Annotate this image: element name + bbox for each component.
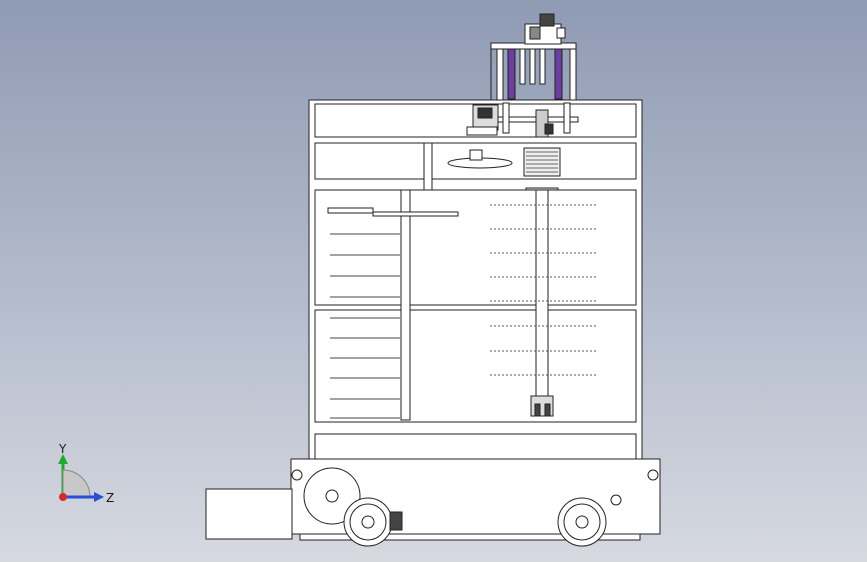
triad-quadrant (62, 469, 91, 498)
x-axis-dot (59, 493, 67, 501)
y-axis-label: Y (58, 442, 67, 456)
wheel-drive-motor[interactable] (389, 511, 403, 531)
left-wheel[interactable] (343, 497, 393, 547)
y-axis-arrowhead (58, 454, 68, 464)
shelf-level-5[interactable] (314, 433, 637, 460)
z-axis-arrowhead (94, 492, 104, 502)
shelf-level-4[interactable] (314, 309, 637, 423)
axis-triad: Y Z (58, 442, 114, 505)
z-axis-label: Z (106, 491, 114, 505)
left-rods-level-3[interactable] (330, 233, 400, 298)
level-1-drive[interactable] (466, 102, 579, 138)
shelf-level-3[interactable] (314, 189, 637, 306)
central-shaft[interactable] (530, 189, 554, 417)
right-rods[interactable] (490, 204, 598, 376)
hook-arm[interactable] (327, 207, 459, 217)
left-post[interactable] (400, 189, 411, 421)
top-motor-assembly[interactable] (490, 13, 577, 104)
left-rods-level-4[interactable] (330, 317, 400, 419)
right-wheel[interactable] (557, 497, 607, 547)
